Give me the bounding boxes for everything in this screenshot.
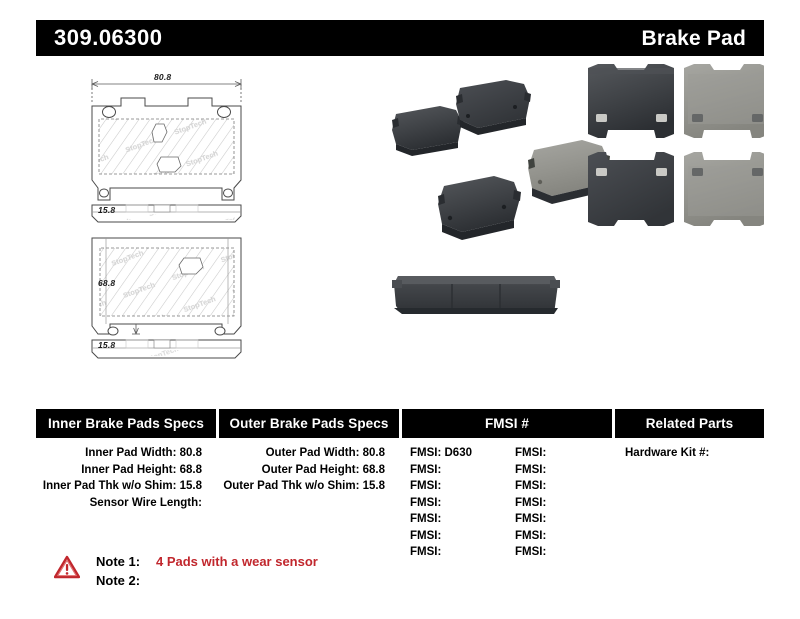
pad-side-view bbox=[91, 237, 242, 336]
pad-edge-view-top bbox=[91, 204, 242, 223]
list-item: Inner Pad Width: 80.8 bbox=[85, 447, 202, 459]
list-item: FMSI: bbox=[515, 529, 547, 542]
dimension-label-thickness-top: 15.8 bbox=[98, 205, 116, 215]
list-item: FMSI: D630 bbox=[410, 447, 472, 459]
flat-pads-grid-photo bbox=[588, 64, 770, 226]
list-item: FMSI: bbox=[410, 529, 442, 542]
product-photos-svg bbox=[392, 64, 770, 314]
note-1-row: Note 1: 4 Pads with a wear sensor bbox=[96, 552, 318, 571]
list-item: FMSI: bbox=[515, 513, 547, 525]
width-dimension-line bbox=[91, 79, 242, 102]
list-item: FMSI: bbox=[410, 513, 442, 525]
dimension-label-thickness-bottom: 15.8 bbox=[98, 340, 116, 350]
list-item: Inner Pad Height: 68.8 bbox=[81, 463, 202, 476]
note-1-value: 4 Pads with a wear sensor bbox=[156, 554, 318, 569]
list-item: Outer Pad Height: 68.8 bbox=[261, 463, 385, 476]
angled-pads-photo bbox=[392, 80, 610, 240]
flat-pad-top-left bbox=[588, 64, 674, 138]
specifications-table: Inner Brake Pads Specs Outer Brake Pads … bbox=[36, 409, 764, 561]
warning-triangle-icon bbox=[54, 555, 80, 579]
note-rows: Note 1: 4 Pads with a wear sensor Note 2… bbox=[96, 552, 318, 590]
angled-pad-3 bbox=[438, 176, 521, 240]
flat-pad-bottom-right bbox=[684, 152, 770, 226]
inner-specs-column: Inner Pad Width: 80.8 Inner Pad Height: … bbox=[36, 445, 216, 561]
angled-pad-2 bbox=[456, 80, 531, 135]
list-item: FMSI: bbox=[410, 463, 442, 476]
flat-pad-top-right bbox=[684, 64, 770, 138]
dimension-label-width: 80.8 bbox=[154, 72, 172, 82]
technical-drawings-panel: StopTech bbox=[36, 62, 376, 392]
spec-header-outer: Outer Brake Pads Specs bbox=[219, 409, 399, 438]
list-item: FMSI: bbox=[515, 463, 547, 476]
dimension-label-height: 68.8 bbox=[98, 278, 116, 288]
part-number: 309.06300 bbox=[54, 25, 163, 50]
pad-face-drawing bbox=[91, 79, 242, 201]
list-item: Hardware Kit #: bbox=[625, 447, 710, 459]
spec-table-header-row: Inner Brake Pads Specs Outer Brake Pads … bbox=[36, 409, 764, 438]
notes-section: Note 1: 4 Pads with a wear sensor Note 2… bbox=[54, 552, 318, 590]
note-2-row: Note 2: bbox=[96, 571, 318, 590]
fmsi-subcolumn-1: FMSI: D630 FMSI: FMSI: FMSI: FMSI: FMSI:… bbox=[402, 445, 507, 561]
note-2-label: Note 2: bbox=[96, 573, 141, 588]
flat-pad-bottom-left bbox=[588, 152, 674, 226]
list-item: Outer Pad Thk w/o Shim: 15.8 bbox=[223, 480, 385, 492]
pad-edge-profile-photo bbox=[392, 276, 560, 314]
spec-header-inner: Inner Brake Pads Specs bbox=[36, 409, 216, 438]
list-item: FMSI: bbox=[515, 546, 547, 558]
list-item: Inner Pad Thk w/o Shim: 15.8 bbox=[42, 480, 202, 492]
list-item: FMSI: bbox=[515, 447, 547, 459]
list-item: FMSI: bbox=[410, 496, 442, 509]
pad-edge-view-bottom bbox=[91, 339, 242, 359]
related-parts-column: Hardware Kit #: bbox=[615, 445, 764, 561]
fmsi-subcolumn-2: FMSI: FMSI: FMSI: FMSI: FMSI: FMSI: FMSI… bbox=[507, 445, 612, 561]
product-type-label: Brake Pad bbox=[641, 26, 746, 50]
list-item: FMSI: bbox=[410, 480, 442, 492]
outer-specs-column: Outer Pad Width: 80.8 Outer Pad Height: … bbox=[219, 445, 399, 561]
spec-header-fmsi: FMSI # bbox=[402, 409, 612, 438]
spec-table-body-row: Inner Pad Width: 80.8 Inner Pad Height: … bbox=[36, 438, 764, 561]
spec-header-related-parts: Related Parts bbox=[615, 409, 764, 438]
list-item: FMSI: bbox=[410, 546, 442, 558]
note-1-label: Note 1: bbox=[96, 554, 141, 569]
list-item: Sensor Wire Length: bbox=[89, 496, 202, 509]
list-item: FMSI: bbox=[515, 480, 547, 492]
brake-pad-line-drawings-svg: StopTech bbox=[91, 79, 242, 359]
angled-pad-1 bbox=[392, 106, 464, 156]
page-header-bar: 309.06300 Brake Pad bbox=[36, 20, 764, 56]
fmsi-column: FMSI: D630 FMSI: FMSI: FMSI: FMSI: FMSI:… bbox=[402, 445, 612, 561]
product-photos-panel bbox=[382, 58, 770, 392]
list-item: FMSI: bbox=[515, 496, 547, 509]
list-item: Outer Pad Width: 80.8 bbox=[265, 447, 385, 459]
